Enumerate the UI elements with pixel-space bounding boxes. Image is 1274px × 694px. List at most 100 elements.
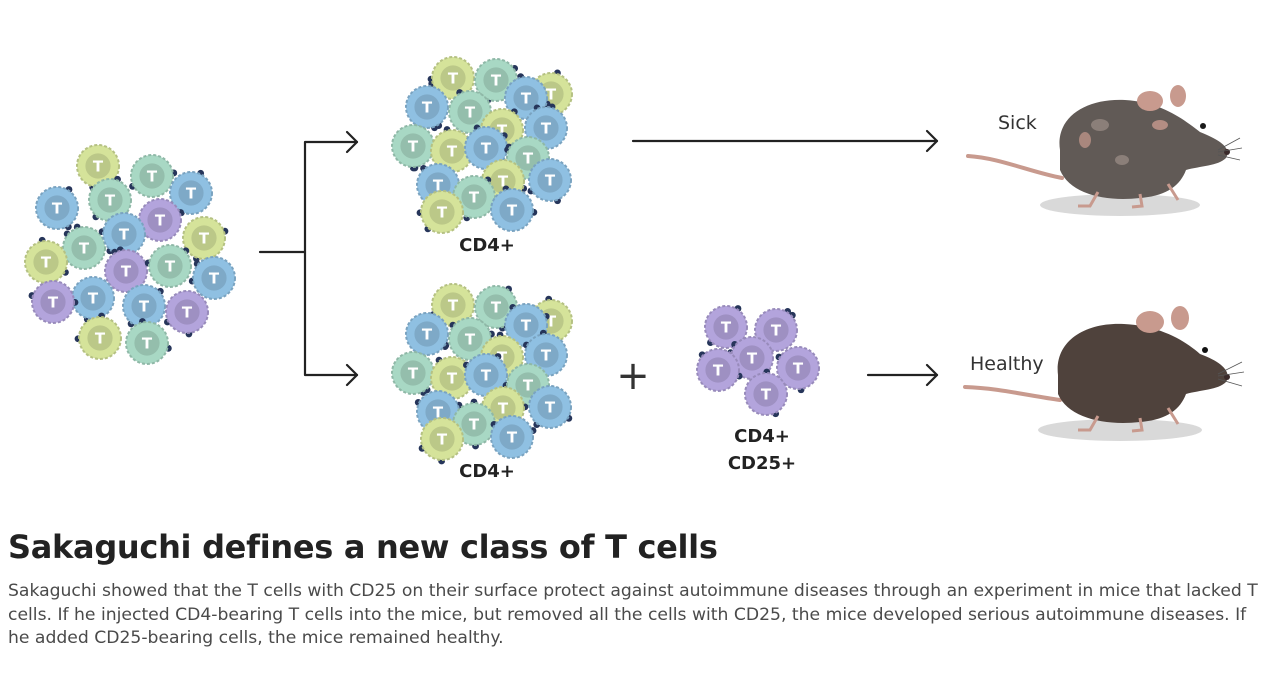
t-cell: T <box>462 353 508 397</box>
t-cell: T <box>62 223 106 270</box>
svg-text:T: T <box>93 158 104 176</box>
split-arrow <box>258 130 359 387</box>
svg-text:T: T <box>165 258 176 276</box>
label-cd4-bottom: CD4+ <box>459 461 515 482</box>
arrow-to-sick <box>631 129 939 153</box>
svg-text:T: T <box>105 192 116 210</box>
t-cell: T <box>528 385 573 429</box>
t-cell: T <box>182 216 229 263</box>
svg-text:T: T <box>498 400 509 418</box>
svg-text:T: T <box>433 404 444 422</box>
svg-text:T: T <box>433 177 444 195</box>
t-cell: T <box>28 280 79 324</box>
svg-text:T: T <box>199 230 210 248</box>
svg-text:T: T <box>95 330 106 348</box>
label-cd4-top: CD4+ <box>459 235 515 256</box>
svg-text:T: T <box>497 349 508 367</box>
label-cd4-cd25-line2: CD25+ <box>728 453 796 474</box>
svg-text:T: T <box>771 322 782 340</box>
t-cell: T <box>104 246 148 293</box>
svg-text:T: T <box>119 226 130 244</box>
t-cell: T <box>754 307 798 352</box>
svg-text:T: T <box>448 297 459 315</box>
svg-text:T: T <box>546 313 557 331</box>
svg-text:T: T <box>79 240 90 258</box>
t-cell: T <box>527 158 572 205</box>
t-cell: T <box>76 144 120 192</box>
svg-text:T: T <box>545 172 556 190</box>
svg-text:T: T <box>422 99 433 117</box>
t-cell: T <box>504 303 550 347</box>
svg-text:T: T <box>498 173 509 191</box>
svg-text:T: T <box>465 331 476 349</box>
t-cell: T <box>405 85 449 132</box>
svg-text:T: T <box>447 370 458 388</box>
t-cell: T <box>125 318 172 365</box>
t-cell: T <box>163 290 209 338</box>
svg-text:T: T <box>448 70 459 88</box>
svg-text:T: T <box>521 317 532 335</box>
plus-sign: + <box>616 353 650 399</box>
figure-description: Sakaguchi showed that the T cells with C… <box>8 581 1258 648</box>
svg-text:T: T <box>497 122 508 140</box>
svg-text:T: T <box>52 200 63 218</box>
t-cell: T <box>416 190 464 234</box>
svg-text:T: T <box>491 299 502 317</box>
t-cell: T <box>418 417 464 465</box>
svg-text:T: T <box>481 367 492 385</box>
t-cell: T <box>169 169 213 217</box>
svg-text:T: T <box>491 72 502 90</box>
svg-text:T: T <box>48 294 59 312</box>
t-cell: T <box>474 285 518 332</box>
t-cell: T <box>775 346 820 394</box>
sick-mouse-illustration <box>966 85 1243 216</box>
svg-text:T: T <box>541 347 552 365</box>
svg-text:T: T <box>545 399 556 417</box>
t-cell: T <box>405 312 450 356</box>
svg-text:T: T <box>437 431 448 449</box>
t-cell: T <box>427 56 475 100</box>
svg-text:T: T <box>155 212 166 230</box>
svg-text:T: T <box>761 386 772 404</box>
svg-text:T: T <box>437 204 448 222</box>
svg-text:T: T <box>523 377 534 395</box>
svg-text:T: T <box>507 202 518 220</box>
svg-text:T: T <box>469 416 480 434</box>
svg-text:T: T <box>147 168 158 186</box>
svg-text:T: T <box>523 150 534 168</box>
label-cd4-cd25-line1: CD4+ <box>734 426 790 447</box>
t-cell: T <box>71 276 115 323</box>
t-cell: T <box>74 312 122 360</box>
svg-text:T: T <box>721 319 732 337</box>
t-cell: T <box>129 154 178 198</box>
svg-text:T: T <box>209 270 220 288</box>
t-cell: T <box>391 351 435 396</box>
t-cell: T <box>188 256 236 300</box>
t-cell: T <box>144 244 192 288</box>
svg-text:T: T <box>507 429 518 447</box>
svg-text:T: T <box>447 143 458 161</box>
t-cell: T <box>744 368 788 418</box>
svg-text:T: T <box>121 263 132 281</box>
svg-text:T: T <box>747 350 758 368</box>
svg-text:T: T <box>521 90 532 108</box>
svg-text:T: T <box>408 138 419 156</box>
arrow-to-healthy <box>866 363 939 387</box>
svg-text:T: T <box>408 365 419 383</box>
t-cell: T <box>490 415 537 459</box>
t-cell: T <box>430 126 477 173</box>
t-cell: T <box>429 283 475 327</box>
healthy-mouse-illustration <box>963 306 1245 441</box>
svg-text:T: T <box>41 254 52 272</box>
svg-text:T: T <box>546 86 557 104</box>
svg-text:T: T <box>541 120 552 138</box>
label-sick: Sick <box>998 112 1037 134</box>
svg-text:T: T <box>186 185 197 203</box>
t-cell: T <box>24 236 69 284</box>
